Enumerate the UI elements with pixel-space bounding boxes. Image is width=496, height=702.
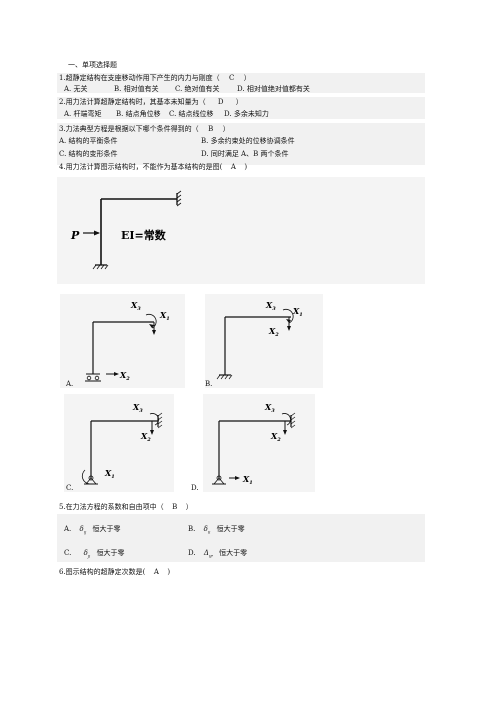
- q5-option-b: B. δii 恒大于零: [188, 525, 245, 535]
- q5-option-c: C. δji 恒大于零: [64, 549, 125, 559]
- question-4-answer: A: [230, 163, 236, 171]
- q3-option-c: C. 结构的变形条件: [59, 150, 118, 158]
- question-1-stem: 1.超静定结构在支座移动作用下产生的内力与刚度（C）: [59, 74, 251, 82]
- q5-option-a: A. δij 恒大于零: [64, 525, 121, 535]
- question-1-answer: C: [229, 74, 235, 82]
- question-3-answer: B: [208, 125, 214, 133]
- figure-c-label: C.: [66, 484, 74, 492]
- delta-ii-symbol: δii: [203, 525, 211, 535]
- q5-option-d: D. ΔiP 恒大于零: [188, 549, 248, 559]
- q1-option-a: A. 无关: [64, 85, 88, 93]
- q3-option-b: B. 多余约束处的位移协调条件: [201, 137, 295, 145]
- question-2-answer: D: [217, 98, 224, 106]
- svg-text:X2: X2: [119, 370, 130, 382]
- stiffness-label: EI=常数: [121, 228, 167, 242]
- main-frame-diagram: P EI=常数: [70, 190, 182, 270]
- figure-option-c: X3 X2 X1: [64, 394, 174, 492]
- question-5-answer: B: [172, 503, 178, 511]
- q2-option-c: C. 结点线位移: [169, 110, 214, 118]
- load-label: P: [70, 229, 80, 242]
- figure-d-label: D.: [191, 484, 199, 492]
- question-5-band: [57, 514, 425, 562]
- figure-option-d: X3 X2 X1: [203, 394, 315, 492]
- q2-option-d: D. 多余未知力: [224, 110, 269, 118]
- q1-option-d: D. 相对值绝对值都有关: [237, 85, 310, 93]
- question-2-band: [57, 97, 425, 119]
- svg-text:X2: X2: [270, 431, 281, 443]
- svg-text:X2: X2: [268, 326, 279, 338]
- figure-option-a: X3 X1 X2: [60, 294, 185, 388]
- question-4-stem: 4.用力法计算图示结构时，不能作为基本结构的是图(A): [59, 163, 248, 171]
- svg-text:X3: X3: [132, 402, 143, 414]
- svg-text:X2: X2: [140, 431, 151, 443]
- svg-text:X1: X1: [104, 468, 115, 480]
- q1-option-c: C. 绝对值有关: [175, 85, 220, 93]
- figure-option-b: X3 X1 X2: [205, 294, 323, 388]
- q2-option-b: B. 结点角位移: [116, 110, 161, 118]
- question-3-stem: 3.力法典型方程是根据以下哪个条件得到的（B）: [59, 125, 230, 133]
- question-3-band: [57, 123, 425, 165]
- question-5-stem: 5.在力法方程的系数和自由项中（B）: [59, 503, 193, 511]
- q2-option-a: A. 杆端弯矩: [64, 110, 102, 118]
- svg-text:X1: X1: [292, 306, 303, 318]
- question-6-answer: A: [153, 568, 159, 576]
- delta-ip-symbol: ΔiP: [203, 549, 213, 559]
- q3-option-d: D. 同时满足 A、B 两个条件: [201, 150, 289, 158]
- section-title: 一、单项选择题: [68, 61, 117, 69]
- q3-option-a: A. 结构的平衡条件: [59, 137, 118, 145]
- delta-ji-symbol: δji: [83, 549, 91, 559]
- svg-text:X1: X1: [159, 310, 170, 322]
- figure-a-label: A.: [66, 380, 74, 388]
- svg-text:X1: X1: [242, 474, 253, 486]
- svg-text:X3: X3: [264, 402, 275, 414]
- question-1-band: [57, 73, 425, 93]
- svg-text:X3: X3: [130, 300, 141, 312]
- question-2-stem: 2.用力法计算超静定结构时，其基本未知量为（D）: [59, 98, 243, 106]
- figure-b-label: B.: [205, 380, 213, 388]
- delta-ij-symbol: δij: [79, 525, 87, 535]
- q1-option-b: B. 相对值有关: [114, 85, 159, 93]
- question-6-stem: 6.图示结构的超静定次数是(A): [59, 568, 171, 576]
- main-frame-figure: P EI=常数: [57, 177, 425, 284]
- svg-text:X3: X3: [265, 300, 276, 312]
